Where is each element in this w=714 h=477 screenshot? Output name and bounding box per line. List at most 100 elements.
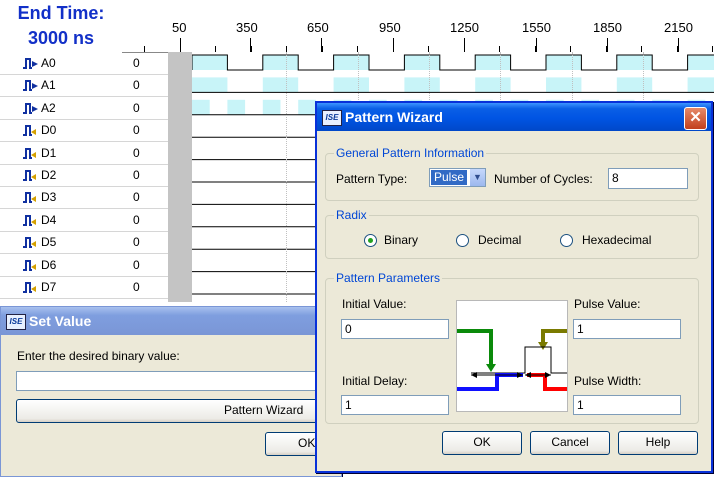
initial-offset-region	[168, 52, 192, 302]
ruler-minor-tick	[144, 46, 145, 52]
pulse-width-input[interactable]: 1	[573, 395, 681, 415]
signal-value: 0	[133, 56, 140, 70]
pattern-wizard-title: Pattern Wizard	[345, 109, 443, 125]
ruler-tick-label: 50	[172, 20, 187, 35]
signal-name: D4	[41, 212, 57, 227]
waveform-high-fill	[616, 77, 653, 93]
general-pattern-legend: General Pattern Information	[334, 146, 487, 160]
signal-row[interactable]: D0 0	[0, 119, 168, 143]
radix-legend: Radix	[334, 208, 369, 222]
signal-name: D0	[41, 123, 57, 138]
cycles-label: Number of Cycles:	[494, 172, 593, 186]
output-signal-icon	[22, 259, 38, 272]
radio-binary[interactable]	[364, 234, 377, 247]
initial-delay-input[interactable]: 1	[341, 395, 449, 415]
pattern-wizard-button-label: Pattern Wizard	[224, 403, 304, 417]
ruler-minor-tick	[606, 46, 607, 52]
signal-name: D7	[41, 280, 57, 294]
pulse-waveform	[471, 346, 567, 374]
waveform-high-fill	[192, 77, 228, 93]
pulse-width-label: Pulse Width:	[574, 374, 642, 388]
output-signal-icon	[22, 169, 38, 182]
pulse-value-arrow	[538, 329, 567, 350]
signal-name: A2	[41, 100, 56, 115]
ruler-tick-label: 950	[379, 20, 401, 35]
cycles-input[interactable]: 8	[608, 168, 688, 189]
radio-decimal[interactable]	[456, 234, 469, 247]
signal-row[interactable]: D2 0	[0, 164, 168, 187]
signal-name: A0	[41, 56, 56, 70]
initial-delay-arrow	[457, 372, 523, 391]
signal-value: 0	[133, 100, 140, 115]
waveform-high-fill	[262, 77, 299, 93]
close-icon[interactable]: ✕	[684, 107, 707, 130]
wizard-ok-button[interactable]: OK	[442, 431, 522, 455]
waveform-high-fill	[475, 55, 511, 70]
signal-row[interactable]: A0 0	[0, 52, 168, 75]
output-signal-icon	[22, 147, 38, 160]
ruler-tick	[678, 38, 679, 52]
waveform-high-fill	[687, 55, 714, 70]
pattern-params-legend: Pattern Parameters	[334, 271, 443, 285]
radio-decimal-label[interactable]: Decimal	[478, 233, 522, 247]
radio-binary-label[interactable]: Binary	[384, 233, 419, 247]
waveform-a0	[192, 54, 714, 71]
chevron-down-icon[interactable]: ▼	[470, 169, 485, 186]
signal-row[interactable]: A2 0	[0, 97, 168, 120]
ruler-tick	[607, 38, 608, 52]
waveform-high-fill	[546, 77, 582, 93]
pattern-type-select[interactable]: Pulse ▼	[429, 168, 486, 187]
waveform-high-fill	[546, 55, 582, 70]
ruler-tick	[393, 38, 394, 52]
ruler-minor-tick	[677, 46, 678, 52]
ruler-minor-tick	[428, 46, 429, 52]
ruler-tick-label: 1550	[522, 20, 551, 35]
ruler-tick	[180, 38, 181, 52]
waveform-high-fill	[333, 55, 369, 70]
waveform-high-fill	[616, 55, 653, 70]
ruler-tick	[536, 38, 537, 52]
wizard-cancel-button[interactable]: Cancel	[530, 431, 610, 455]
set-value-prompt: Enter the desired binary value:	[17, 349, 180, 363]
waveform-high-fill	[262, 99, 281, 115]
ruler-tick	[464, 38, 465, 52]
signal-value: 0	[133, 145, 140, 160]
pattern-wizard-button[interactable]: Pattern Wizard	[16, 399, 343, 423]
radio-hexadecimal[interactable]	[560, 234, 573, 247]
waveform-high-fill	[404, 55, 440, 70]
ise-app-icon: ISE	[6, 314, 26, 330]
initial-value-label: Initial Value:	[342, 297, 407, 311]
waveform-high-fill	[475, 77, 511, 93]
radix-group: Radix Binary Decimal Hexadecimal	[325, 208, 699, 259]
binary-value-input[interactable]	[16, 371, 341, 391]
ruler-minor-tick	[641, 46, 642, 52]
signal-name: D2	[41, 168, 57, 182]
pattern-wizard-dialog: ISE Pattern Wizard ✕ General Pattern Inf…	[315, 101, 713, 473]
pattern-wizard-titlebar[interactable]: ISE Pattern Wizard ✕	[317, 103, 711, 131]
output-signal-icon	[22, 236, 38, 249]
pulse-value-input[interactable]: 1	[573, 319, 681, 339]
signal-value: 0	[133, 168, 140, 182]
pattern-type-label: Pattern Type:	[336, 172, 408, 186]
ruler-minor-tick	[499, 46, 500, 52]
output-signal-icon	[22, 191, 38, 204]
wizard-help-button[interactable]: Help	[618, 431, 698, 455]
signal-value: 0	[133, 123, 140, 138]
waveform-high-fill	[262, 55, 299, 70]
ruler-minor-tick	[322, 46, 323, 52]
signal-name: A1	[41, 78, 56, 93]
radio-hexadecimal-label[interactable]: Hexadecimal	[582, 233, 652, 247]
initial-value-input[interactable]: 0	[341, 319, 449, 339]
end-time-label: End Time:	[17, 3, 105, 23]
pulse-diagram-svg	[457, 329, 567, 391]
ise-app-icon: ISE	[322, 110, 342, 126]
set-value-titlebar[interactable]: ISE Set Value	[1, 307, 341, 335]
